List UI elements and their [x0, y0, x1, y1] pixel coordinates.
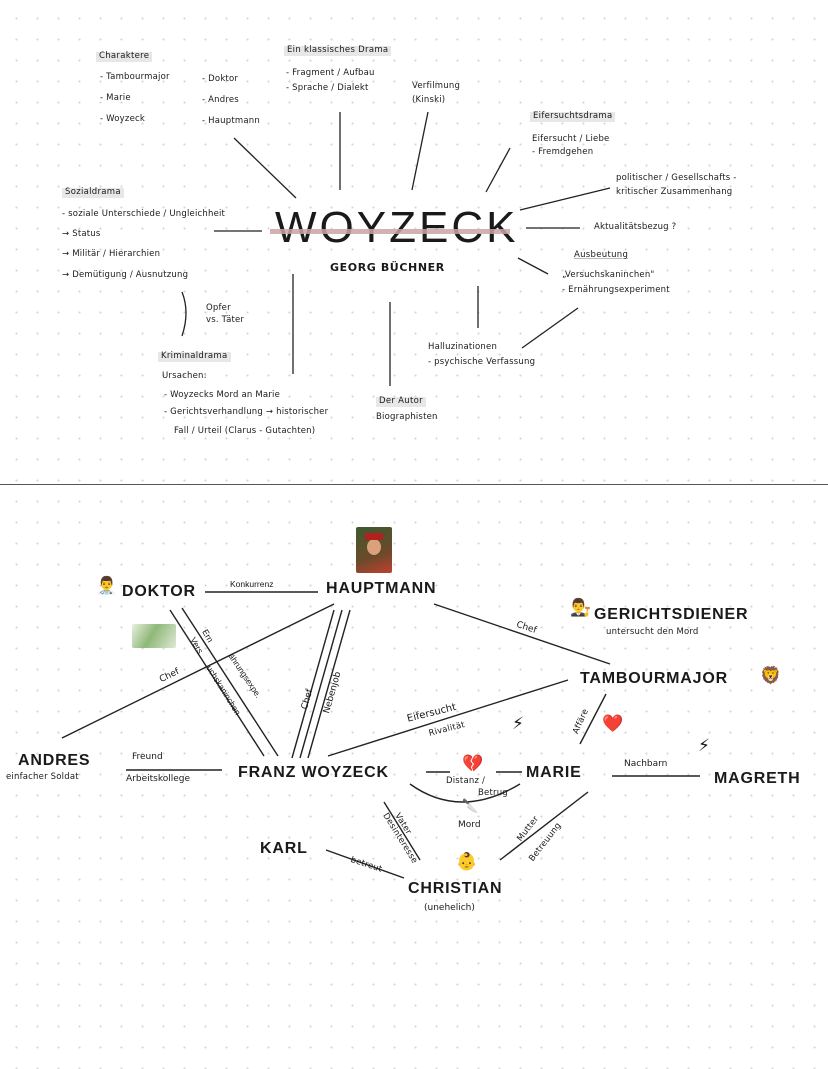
- autor-item: Biographisten: [376, 412, 438, 422]
- kriminaldrama-item: Fall / Urteil (Clarus - Gutachten): [174, 426, 316, 436]
- charaktere-item: - Woyzeck: [100, 114, 145, 124]
- baby-icon: 👶: [456, 852, 478, 872]
- edge-label-nachbarn: Nachbarn: [624, 759, 668, 769]
- author-name: GEORG BÜCHNER: [330, 261, 445, 274]
- heart-icon: ❤️: [602, 714, 624, 734]
- knife-icon: 🔪: [462, 799, 479, 814]
- charaktere-item: - Hauptmann: [202, 116, 260, 126]
- opfer-text: Opfer: [206, 303, 231, 313]
- sozialdrama-heading: Sozialdrama: [62, 187, 124, 198]
- charaktere-item: - Marie: [100, 93, 131, 103]
- drama-item: - Sprache / Dialekt: [286, 83, 369, 93]
- politisch-text: kritischer Zusammenhang: [616, 187, 733, 197]
- edge-label-distanz: Distanz /: [446, 776, 486, 786]
- charaktere-item: - Tambourmajor: [100, 72, 170, 82]
- broken-heart-icon: 💔: [462, 754, 484, 774]
- autor-heading: Der Autor: [376, 396, 426, 407]
- lion-icon: 🦁: [760, 666, 782, 686]
- node-tambourmajor: TAMBOURMAJOR: [580, 670, 728, 687]
- charaktere-item: - Doktor: [202, 74, 239, 84]
- gerichtsdiener-subtitle: untersucht den Mord: [606, 627, 699, 637]
- portrait-face: [367, 539, 381, 555]
- edge-label-mord: Mord: [458, 820, 481, 830]
- mindmap-connectors: [181, 111, 611, 386]
- node-hauptmann: HAUPTMANN: [326, 580, 437, 597]
- kriminaldrama-item: - Woyzecks Mord an Marie: [164, 390, 281, 400]
- verfilmung-text: (Kinski): [412, 95, 446, 105]
- sozialdrama-item: → Status: [62, 229, 101, 239]
- lightning-icon: ⚡: [512, 714, 524, 734]
- node-andres: ANDRES: [18, 752, 91, 769]
- eifersucht-heading: Eifersuchtsdrama: [530, 111, 616, 122]
- edge-label-freund: Freund: [132, 752, 163, 762]
- edge-label-betrug: Betrug: [478, 788, 508, 798]
- lightning-icon: ⚡: [698, 736, 710, 756]
- drama-heading: Ein klassisches Drama: [284, 45, 392, 56]
- sozialdrama-item: - soziale Unterschiede / Ungleichheit: [62, 209, 226, 219]
- node-gerichtsdiener: GERICHTSDIENER: [594, 606, 749, 623]
- halluzination-text: Halluzinationen: [428, 342, 498, 352]
- sozialdrama-item: → Militär / Hierarchien: [62, 249, 161, 259]
- title-strike: [270, 229, 510, 234]
- node-magreth: MAGRETH: [714, 770, 801, 787]
- opfer-text: vs. Täter: [206, 315, 245, 325]
- judge-icon: 👨‍⚖️: [570, 598, 592, 618]
- kriminaldrama-item: Ursachen:: [162, 371, 207, 381]
- charaktere-item: - Andres: [202, 95, 239, 105]
- halluzination-text: - psychische Verfassung: [428, 357, 536, 367]
- politisch-text: politischer / Gesellschafts -: [616, 173, 737, 183]
- ausbeutung-item: „Versuchskaninchen": [562, 270, 655, 280]
- plant-image: [132, 624, 176, 648]
- sozialdrama-item: → Demütigung / Ausnutzung: [62, 270, 189, 280]
- doctor-icon: 👨‍⚕️: [96, 576, 118, 596]
- hauptmann-portrait: [356, 527, 392, 573]
- christian-subtitle: (unehelich): [424, 903, 475, 913]
- main-title: WOYZECK: [275, 203, 519, 252]
- node-doktor: DOKTOR: [122, 583, 196, 600]
- kriminaldrama-heading: Kriminaldrama: [158, 351, 231, 362]
- node-christian: CHRISTIAN: [408, 880, 503, 897]
- verfilmung-text: Verfilmung: [412, 81, 461, 91]
- node-karl: KARL: [260, 840, 308, 857]
- eifersucht-item: - Fremdgehen: [532, 147, 594, 157]
- edge-label-arbeitskollege: Arbeitskollege: [126, 774, 191, 784]
- node-franz-woyzeck: FRANZ WOYZECK: [238, 764, 389, 781]
- edge-label-konkurrenz: Konkurrenz: [230, 579, 274, 589]
- andres-subtitle: einfacher Soldat: [6, 772, 79, 782]
- page-divider: [0, 484, 828, 485]
- charaktere-heading: Charaktere: [96, 51, 153, 62]
- node-marie: MARIE: [526, 764, 582, 781]
- eifersucht-item: Eifersucht / Liebe: [532, 134, 610, 144]
- drama-item: - Fragment / Aufbau: [286, 68, 375, 78]
- ausbeutung-heading: Ausbeutung: [574, 250, 629, 260]
- ausbeutung-item: - Ernährungsexperiment: [562, 285, 670, 295]
- kriminaldrama-item: - Gerichtsverhandlung → historischer: [164, 407, 329, 417]
- portrait-hat: [365, 533, 383, 540]
- aktualitaet-text: Aktualitätsbezug ?: [594, 222, 677, 232]
